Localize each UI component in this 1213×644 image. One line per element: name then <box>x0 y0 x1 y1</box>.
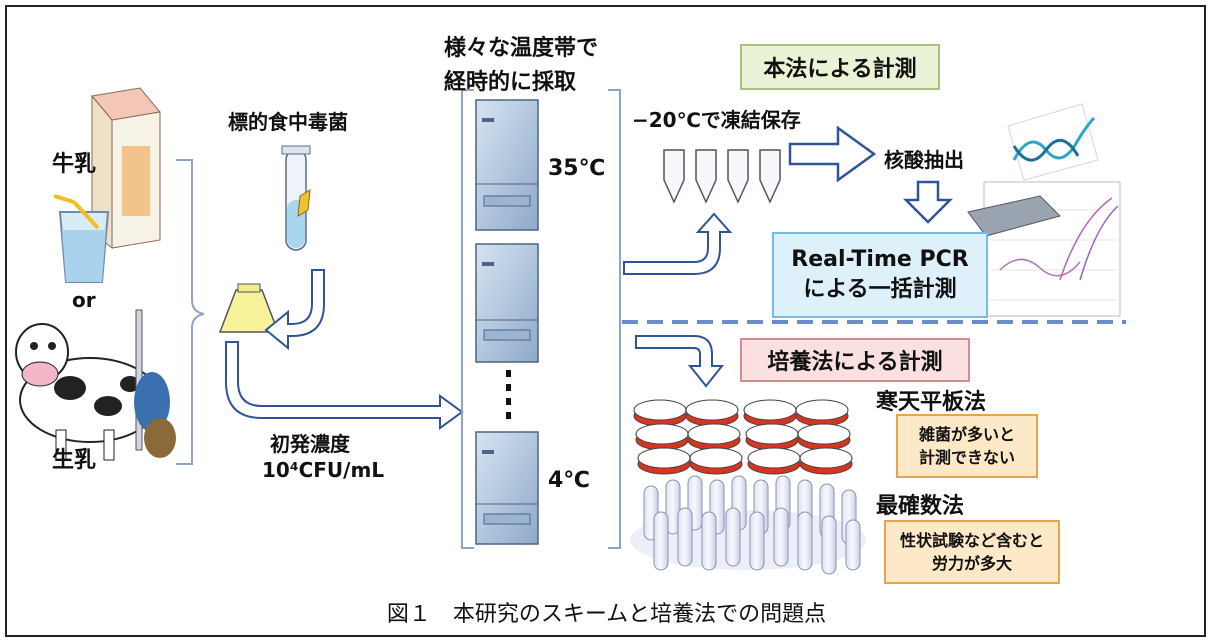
arrow-tube-to-flask <box>264 269 325 351</box>
mpn-method-label: 最確数法 <box>876 494 965 519</box>
milk-label: 牛乳 <box>52 152 97 177</box>
temp-high-label: 35℃ <box>548 156 606 181</box>
mpn-problem-note: 性状試験など含むと 労力が多大 <box>884 520 1060 584</box>
left-brace <box>176 159 205 465</box>
this-method-box: 本法による計測 <box>740 44 940 90</box>
realtime-pcr-box: Real-Time PCR による一括計測 <box>772 232 988 318</box>
freeze-label: −20℃で凍結保存 <box>632 108 801 132</box>
pcr-plot-image <box>967 181 1121 317</box>
arrow-to-freeze <box>623 212 733 275</box>
culture-method-box: 培養法による計測 <box>740 338 970 382</box>
cow-icon <box>15 309 176 461</box>
initial-conc-label-line2: 10⁴CFU/mL <box>262 458 385 482</box>
ellipsis-dots <box>506 370 511 419</box>
figure-caption: 図１ 本研究のスキームと培養法での問題点 <box>386 602 827 627</box>
milk-carton-icon <box>91 87 161 250</box>
microtube-icons <box>663 149 781 204</box>
arrow-to-extraction <box>788 125 877 183</box>
incubator-icon <box>475 99 539 231</box>
agar-note-line1: 雑菌が多いと <box>918 424 1015 444</box>
initial-conc-label-line1: 初発濃度 <box>270 432 350 456</box>
mpn-test-tubes <box>630 475 866 575</box>
culture-flask-icon <box>218 283 280 333</box>
incubator-icon <box>475 243 539 363</box>
target-bacteria-label: 標的食中毒菌 <box>228 110 348 134</box>
sampling-label-line2: 経時的に採取 <box>444 70 577 95</box>
arrow-flask-to-incubators <box>225 341 464 430</box>
mpn-note-line2: 労力が多大 <box>931 554 1012 573</box>
pcr-box-line1: Real-Time PCR <box>791 247 969 273</box>
pcr-box-line2: による一括計測 <box>803 277 957 302</box>
extraction-label: 核酸抽出 <box>884 148 964 172</box>
figure-frame <box>5 5 1206 637</box>
sampling-label-line1: 様々な温度帯で <box>444 36 599 61</box>
incubator-icon <box>475 431 539 545</box>
incubator-bracket <box>461 89 621 549</box>
agar-problem-note: 雑菌が多いと 計測できない <box>896 414 1038 478</box>
agar-note-line2: 計測できない <box>918 448 1015 467</box>
dna-icon <box>1007 103 1099 181</box>
mpn-note-line1: 性状試験など含むと <box>899 530 1044 550</box>
arrow-to-culture <box>635 335 725 388</box>
or-label: or <box>72 288 96 312</box>
temp-low-label: 4℃ <box>548 468 590 493</box>
arrow-to-pcr <box>902 180 954 224</box>
milk-glass-icon <box>53 194 110 283</box>
petri-dish-icons <box>633 399 853 475</box>
test-tube-icon <box>281 145 311 251</box>
raw-milk-label: 生乳 <box>52 448 97 473</box>
agar-method-label: 寒天平板法 <box>876 390 987 415</box>
